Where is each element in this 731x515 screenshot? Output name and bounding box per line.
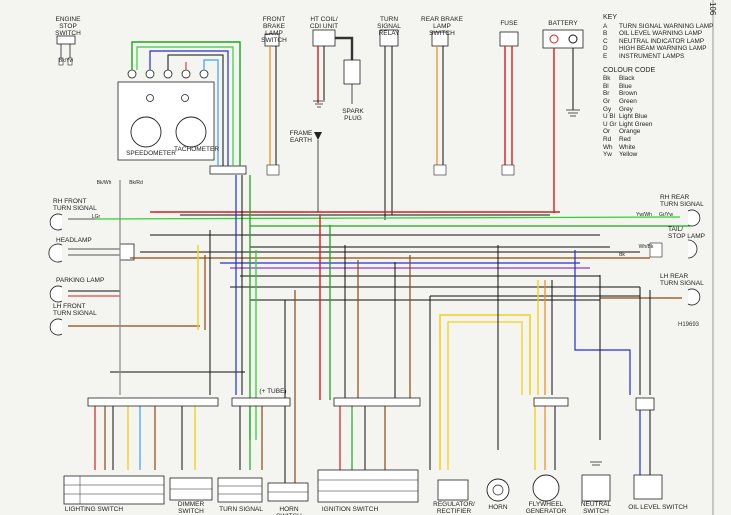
label-rear-brake-lamp-switch: REAR BRAKE LAMP SWITCH <box>421 16 463 37</box>
label-headlamp: HEADLAMP <box>56 237 92 244</box>
front-brake-switch-symbol <box>264 33 280 176</box>
tag-bk-rd: Bk/Rd <box>129 180 143 186</box>
key-heading: KEY <box>603 14 618 21</box>
wire-green-a <box>131 41 241 166</box>
tail-stop-lamp-symbol <box>649 239 698 259</box>
connector-block-oil <box>635 397 655 411</box>
label-horn: HORN <box>488 504 508 511</box>
neutral-switch-symbol <box>581 461 611 502</box>
label-frame-earth: FRAME EARTH <box>289 130 313 144</box>
lh-front-turn-signal-symbol <box>49 318 200 336</box>
label-tachometer: TACHOMETER <box>174 146 220 153</box>
connector-block-turn <box>231 397 291 407</box>
tag-yw-wh: Yw/Wh <box>636 212 652 218</box>
label-front-brake-lamp-switch: FRONT BRAKE LAMP SWITCH <box>261 16 287 44</box>
rear-brake-switch-symbol <box>431 31 449 176</box>
rh-rear-turn-signal-symbol <box>687 209 701 227</box>
flywheel-generator-symbol <box>532 474 560 502</box>
tag-wh-bk: Wh/Bk <box>638 244 654 250</box>
parking-lamp-symbol <box>49 285 120 303</box>
label-ht-coil-cdi-unit: HT COIL/ CDI UNIT <box>309 16 339 30</box>
lh-rear-turn-signal-symbol <box>600 288 701 306</box>
engine-stop-switch-symbol <box>56 35 76 66</box>
wire-yellow-loop <box>439 314 531 470</box>
rh-front-turn-signal-symbol <box>49 213 681 231</box>
colour-code-heading: COLOUR CODE <box>603 66 656 74</box>
tag-gr-yw: Gr/Yw <box>659 212 673 218</box>
fuse-symbol <box>499 31 519 176</box>
dimmer-switch-symbol <box>169 477 213 501</box>
battery-symbol <box>542 29 584 213</box>
label-dimmer-switch: DIMMER SWITCH <box>177 501 205 515</box>
label-rh-front-turn-signal: RH FRONT TURN SIGNAL <box>53 198 97 212</box>
tag-bk-wh: Bk/Wh <box>96 180 112 186</box>
label-oil-level-switch: OIL LEVEL SWITCH <box>628 504 688 511</box>
ht-coil-symbol <box>312 29 361 108</box>
wire-blue-a <box>149 50 229 166</box>
label-battery: BATTERY <box>548 20 578 27</box>
diagram-code: H19693 <box>678 322 700 328</box>
label-engine-stop-switch: ENGINE STOP SWITCH <box>55 16 81 37</box>
label-turn-signal-switch: TURN SIGNAL <box>219 506 263 513</box>
oil-level-switch-symbol <box>633 474 663 500</box>
label-neutral-switch: NEUTRAL SWITCH <box>580 501 612 515</box>
horn-switch-symbol <box>267 482 309 502</box>
label-fuse: FUSE <box>500 20 518 27</box>
label-lh-rear-turn-signal: LH REAR TURN SIGNAL <box>660 273 704 287</box>
label-ignition-switch: IGNITION SWITCH <box>321 506 379 513</box>
label-lighting-switch: LIGHTING SWITCH <box>64 506 124 513</box>
headlamp-symbol <box>48 243 135 263</box>
turn-signal-switch-symbol <box>217 477 263 503</box>
connector-block-ignition <box>333 397 421 407</box>
label-turn-signal-relay: TURN SIGNAL RELAY <box>377 16 401 37</box>
ignition-switch-symbol <box>317 469 419 503</box>
label-horn-switch: HORN SWITCH <box>276 506 302 515</box>
horn-symbol <box>486 478 510 502</box>
tag-bk-yw: Bk/Yw <box>58 58 74 64</box>
label-regulator-rectifier: REGULATOR/ RECTIFIER <box>433 501 475 515</box>
frame-earth-arrow <box>314 132 322 140</box>
label-flywheel-generator: FLYWHEEL GENERATOR <box>525 501 567 515</box>
connector-block-left <box>87 397 219 407</box>
label-lh-front-turn-signal: LH FRONT TURN SIGNAL <box>53 303 97 317</box>
tag-bk: Bk <box>619 252 625 258</box>
instrument-cluster <box>117 69 247 175</box>
regulator-rectifier-symbol <box>437 479 469 501</box>
wire-lblue-a <box>203 59 219 166</box>
wire-yellow-loop-2 <box>447 321 523 470</box>
connector-block-generator <box>533 397 569 407</box>
wire-lgreen-a <box>136 46 234 166</box>
turn-signal-relay-symbol <box>379 29 399 220</box>
label-g-tube: (+ TUBE) <box>259 388 287 395</box>
tag-lgr: LGr <box>91 214 101 220</box>
label-parking-lamp: PARKING LAMP <box>56 277 105 284</box>
wire-blue-v2 <box>574 250 631 395</box>
label-tail-stop-lamp: TAIL/ STOP LAMP <box>668 226 705 240</box>
lighting-switch-symbol <box>63 475 165 505</box>
label-rh-rear-turn-signal: RH REAR TURN SIGNAL <box>660 194 704 208</box>
wire-black-a <box>167 54 224 166</box>
label-speedometer: SPEEDOMETER <box>126 150 176 157</box>
label-spark-plug: SPARK PLUG <box>342 108 364 122</box>
